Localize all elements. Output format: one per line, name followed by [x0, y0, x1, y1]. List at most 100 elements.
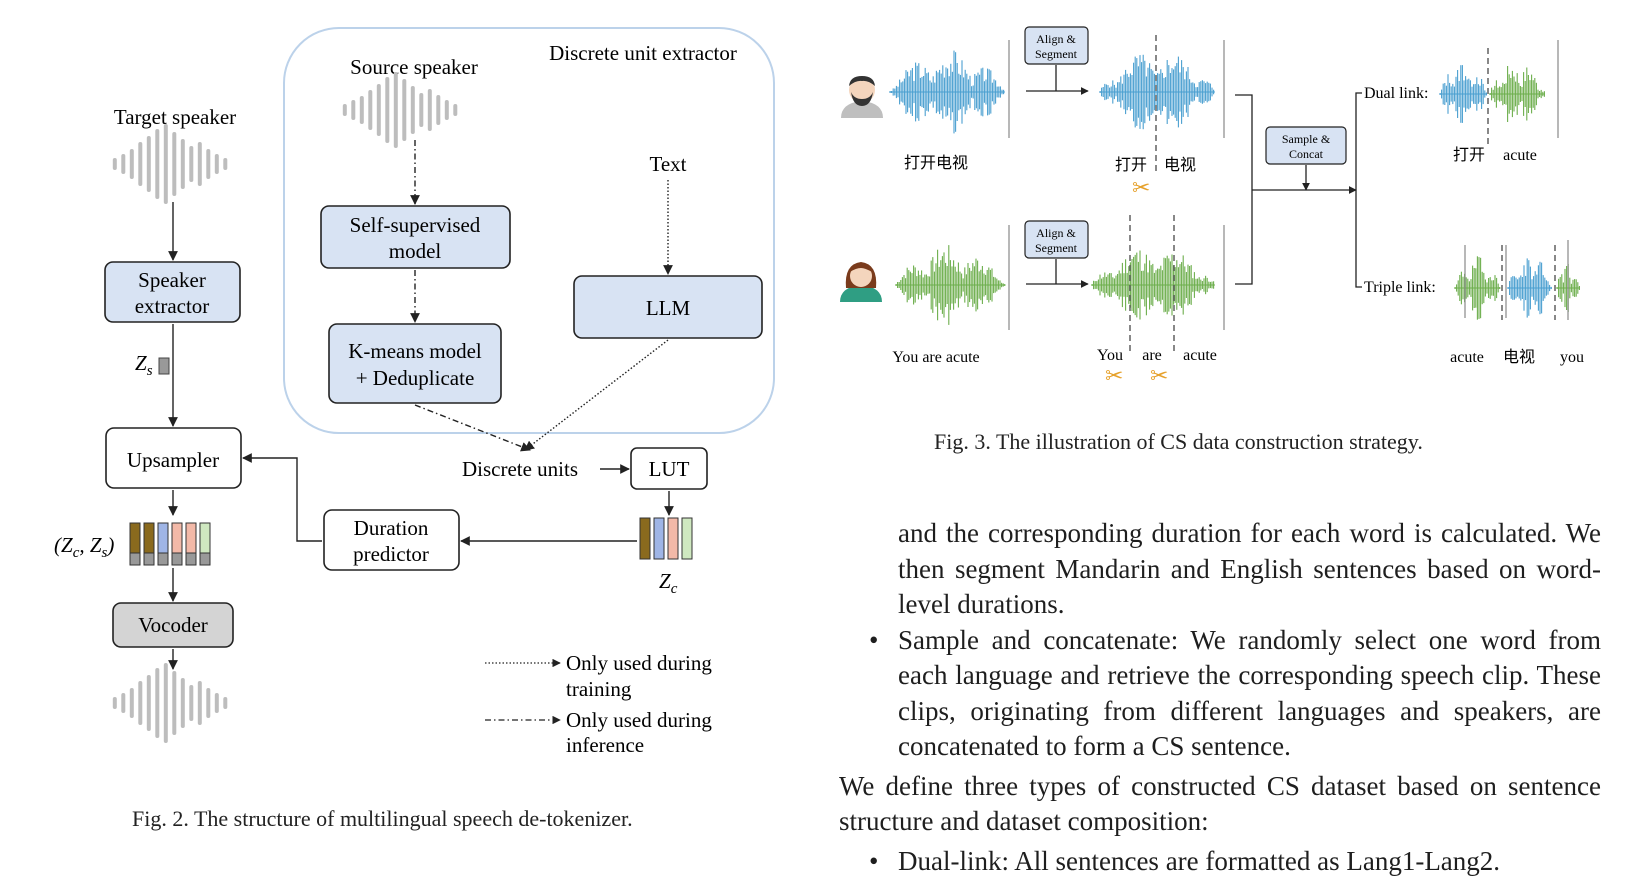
bullet-icon: • [869, 623, 878, 659]
dual-word2-label: acute [1503, 147, 1537, 164]
waveform-bar [113, 158, 117, 170]
dual-link-label: Dual link: [1364, 85, 1428, 102]
body-text-column: and the corresponding duration for each … [839, 516, 1601, 879]
zczs-label: (Zc, Zs) [54, 533, 114, 561]
upsampler-label: Upsampler [127, 448, 219, 472]
paragraph: We define three types of constructed CS … [839, 769, 1601, 840]
kmeans-box [329, 324, 501, 403]
align-segment-bottom-line1: Align & [1036, 226, 1076, 240]
duration-predictor-line2: predictor [353, 542, 429, 566]
waveform-bar [181, 139, 185, 189]
scissors-icon: ✂ [1150, 363, 1168, 388]
en-word1-label: You [1097, 347, 1123, 364]
waveform-bar [343, 104, 347, 116]
waveform-bar [436, 95, 440, 125]
svg-text:✂: ✂ [1150, 363, 1168, 388]
fig2-legend: Only used during training Only used duri… [485, 651, 712, 757]
zh-word1-label: 打开 [1115, 156, 1147, 174]
waveform-bar [155, 129, 159, 199]
waveform-bar [351, 100, 355, 120]
segment-cut-lines [1130, 35, 1555, 355]
zs-label: Zs [135, 351, 153, 379]
waveform-bar [206, 149, 210, 179]
waveform-bar [368, 90, 372, 130]
triple-link-label: Triple link: [1364, 279, 1436, 296]
scissors-icon: ✂ [1132, 175, 1150, 200]
waveform-bar [147, 136, 151, 192]
align-segment-top-line2: Segment [1035, 47, 1078, 61]
waveform-bar [181, 678, 185, 728]
dual-word1-label: 打开 [1453, 146, 1485, 164]
fig2-caption: Fig. 2. The structure of multilingual sp… [132, 806, 633, 832]
bullet-sample-concatenate: Sample and concatenate: We randomly sele… [898, 625, 1601, 762]
waveform-bar [223, 697, 227, 709]
align-segment-top-line1: Align & [1036, 32, 1076, 46]
text-input-label: Text [649, 152, 686, 176]
waveform-bar [172, 671, 176, 735]
waveform-bar [215, 154, 219, 174]
waveform-bar [223, 158, 227, 170]
male-speaker-icon [841, 76, 883, 118]
triple-link-waveform [1455, 256, 1580, 319]
waveform-bar [130, 149, 134, 179]
triple-word3-label: you [1560, 349, 1584, 366]
waveform-bar [189, 146, 193, 182]
duration-predictor-line1: Duration [354, 516, 429, 540]
bullet-icon: • [869, 844, 878, 879]
waveform-bar [419, 93, 423, 127]
waveform-bar [147, 675, 151, 731]
extractor-title: Discrete unit extractor [549, 41, 737, 65]
paragraph-continuation: and the corresponding duration for each … [839, 516, 1601, 623]
kmeans-line1: K-means model [348, 339, 482, 363]
vocoder-label: Vocoder [138, 613, 208, 637]
waveform-bar [121, 693, 125, 713]
waveform-bar [121, 154, 125, 174]
waveform-bar [360, 96, 364, 124]
list-item: • Dual-link: All sentences are formatted… [839, 844, 1601, 879]
fig3-caption: Fig. 3. The illustration of CS data cons… [934, 429, 1423, 455]
zh-segmented-waveform [1100, 55, 1215, 129]
list-item: • Sample and concatenate: We randomly se… [839, 623, 1601, 765]
dual-link-waveform [1440, 65, 1545, 123]
zczs-token-bars [130, 523, 210, 565]
waveform-bar [385, 77, 389, 143]
ssl-model-line2: model [389, 239, 442, 263]
zs-embedding [159, 358, 169, 374]
waveform-bar [164, 663, 168, 743]
waveform-bar [198, 142, 202, 186]
waveform-bar [164, 124, 168, 204]
waveform-bar [394, 72, 398, 148]
waveform-bar [138, 142, 142, 186]
waveform-bar [215, 693, 219, 713]
bullet-dual-link: Dual-link: All sentences are formatted a… [898, 846, 1500, 876]
ssl-model-line1: Self-supervised [350, 213, 481, 237]
zh-word2-label: 电视 [1164, 156, 1196, 174]
waveform-bar [155, 668, 159, 738]
zh-sentence-label: 打开电视 [904, 154, 968, 172]
waveform-bar [130, 688, 134, 718]
zc-token-bars [640, 518, 692, 559]
waveform-bar [113, 697, 117, 709]
waveform-bar [377, 84, 381, 136]
zh-waveform [890, 51, 1005, 134]
lut-label: LUT [649, 457, 690, 481]
legend-training-line2: training [566, 677, 632, 701]
waveform-bar [445, 100, 449, 120]
speaker-extractor-line1: Speaker [138, 268, 206, 292]
waveform-bar [138, 681, 142, 725]
discrete-units-label: Discrete units [462, 457, 578, 481]
source-waveform-icon [343, 72, 458, 148]
waveform-bar [198, 681, 202, 725]
svg-text:✂: ✂ [1132, 175, 1150, 200]
waveform-bar [189, 685, 193, 721]
waveform-bar [172, 132, 176, 196]
waveform-bar [411, 86, 415, 134]
legend-inference-line2: inference [566, 733, 644, 757]
target-waveform-icon [113, 124, 228, 204]
kmeans-line2: + Deduplicate [356, 366, 475, 390]
en-segmented-waveform [1092, 251, 1215, 320]
output-waveform-icon [113, 663, 228, 743]
waveform-bar [428, 89, 432, 131]
target-speaker-label: Target speaker [114, 105, 236, 129]
triple-word2-label: 电视 [1503, 348, 1535, 366]
